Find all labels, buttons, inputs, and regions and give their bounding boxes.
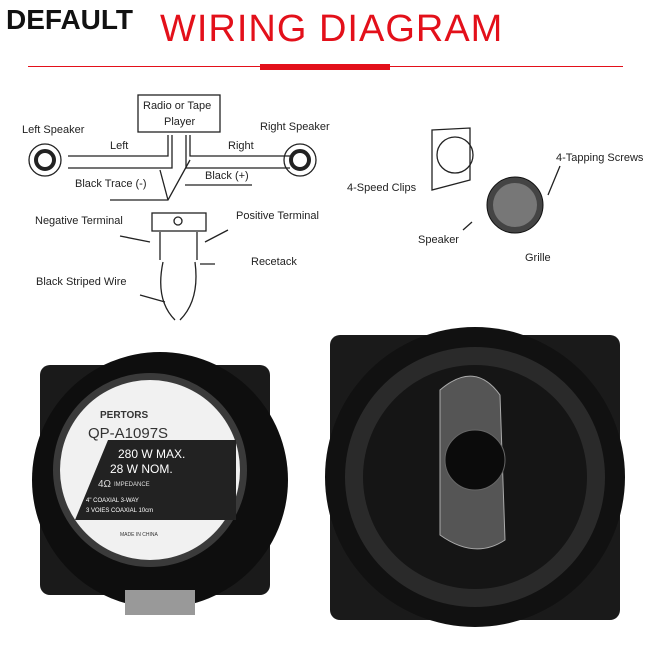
origin-label: MADE IN CHINA — [120, 532, 158, 538]
divider-accent — [260, 64, 390, 70]
max-power: 280 W MAX. — [118, 447, 186, 461]
speaker-front-photo — [325, 327, 625, 627]
negative-terminal-label: Negative Terminal — [35, 215, 123, 227]
product-model: QP-A1097S — [88, 425, 169, 442]
coaxial-line-fr: 3 VOIES COAXIAL 10cm — [86, 508, 154, 514]
coaxial-line: 4" COAXIAL 3-WAY — [86, 498, 139, 504]
impedance-value: 4Ω — [98, 479, 112, 490]
speed-clips-label: 4-Speed Clips — [347, 182, 417, 194]
mount-grille-icon — [486, 176, 544, 234]
brand-label: DEFAULT — [6, 4, 134, 35]
radio-label: Radio or Tape — [143, 100, 212, 112]
black-plus-label: Black (+) — [205, 170, 249, 182]
left-wire-label: Left — [110, 140, 129, 152]
right-speaker-label: Right Speaker — [260, 121, 330, 133]
tapping-screws-label: 4-Tapping Screws — [556, 152, 644, 164]
wiring-lines — [28, 94, 561, 321]
page-title: WIRING DIAGRAM — [160, 8, 504, 50]
positive-terminal-label: Positive Terminal — [236, 210, 319, 222]
black-trace-label: Black Trace (-) — [75, 178, 147, 190]
grille-label: Grille — [525, 252, 551, 264]
product-brand: PERTORS — [100, 410, 149, 421]
impedance-label: IMPEDANCE — [114, 482, 150, 488]
recetack-label: Recetack — [251, 256, 297, 268]
black-striped-wire-label: Black Striped Wire — [36, 276, 127, 288]
left-speaker-label: Left Speaker — [22, 124, 85, 136]
right-wire-label: Right — [228, 140, 254, 152]
player-label: Player — [164, 116, 196, 128]
speaker-back-photo — [32, 352, 288, 615]
nominal-power: 28 W NOM. — [110, 462, 173, 476]
speaker-label: Speaker — [418, 234, 459, 246]
